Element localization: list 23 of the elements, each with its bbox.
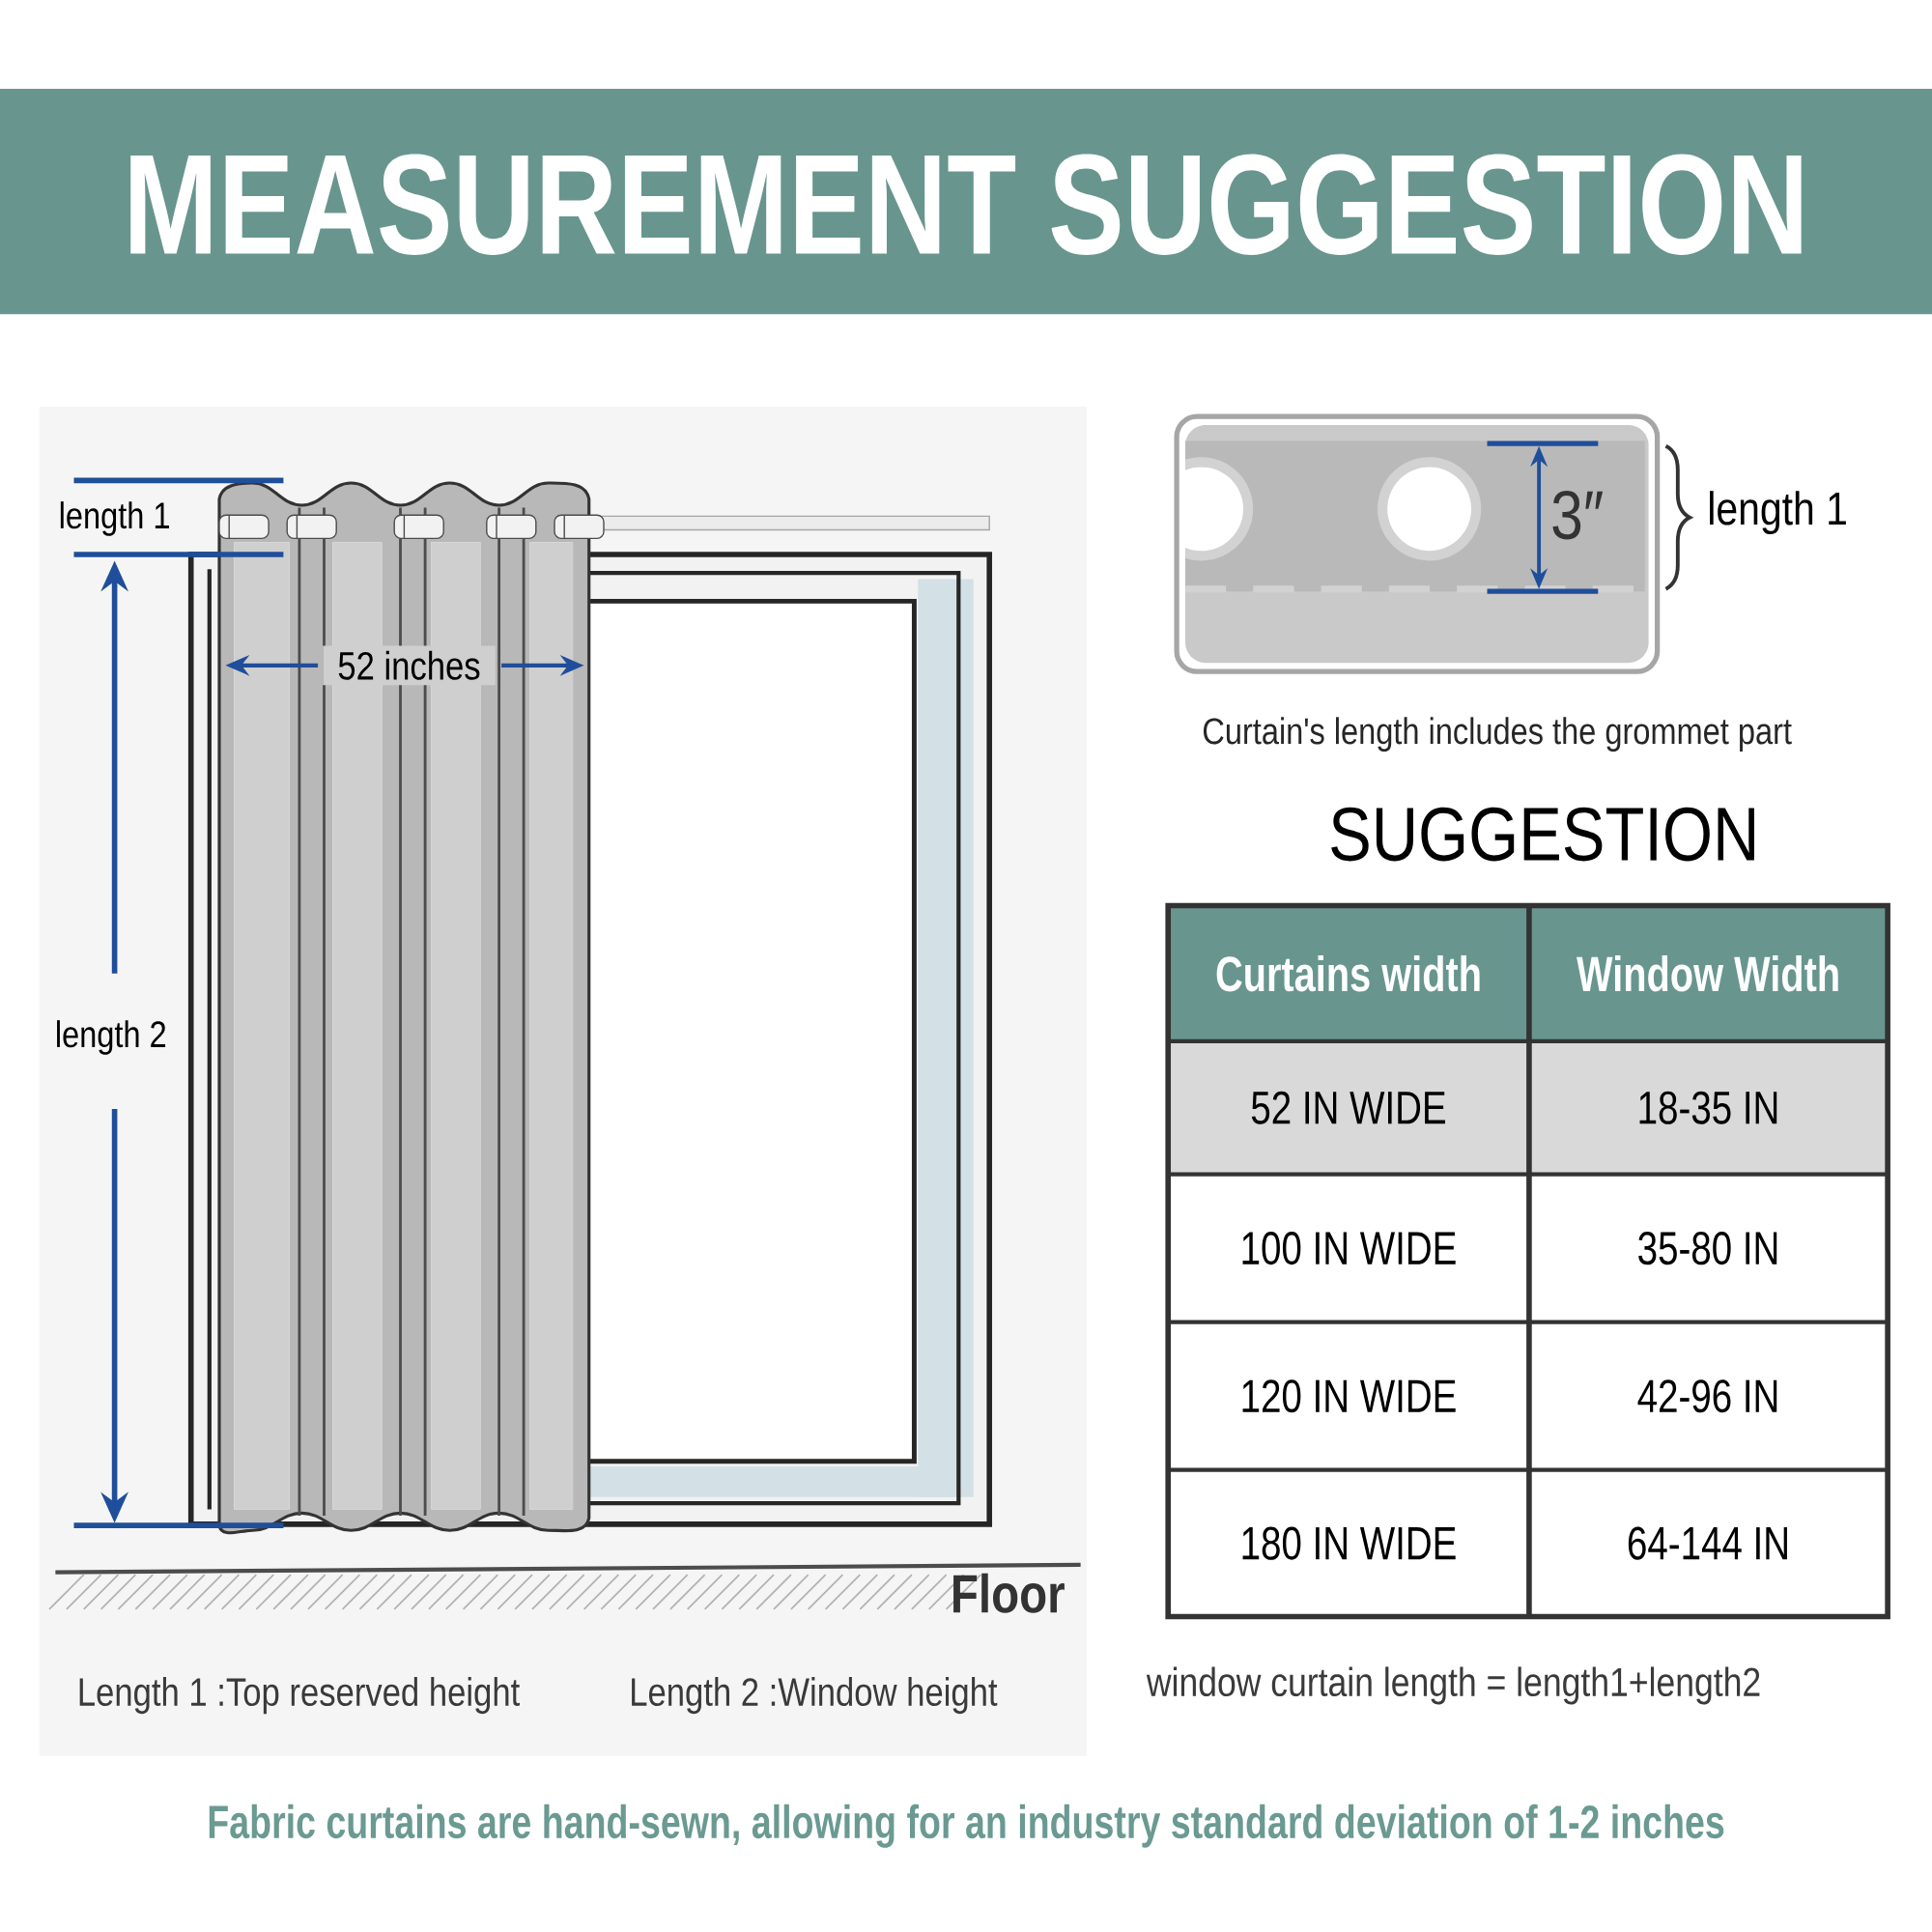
legend-note: Length 2 :Window height: [632, 1677, 998, 1715]
table-cell: 180 IN WIDE: [1242, 1526, 1456, 1560]
table-cell: 42-96 IN: [1637, 1379, 1777, 1413]
title: MEASUREMENT SUGGESTION: [130, 154, 1802, 255]
table-cell: 100 IN WIDE: [1242, 1232, 1456, 1265]
dimension-label: 52 inches: [338, 650, 480, 680]
table-header-cell: Curtains width: [1216, 955, 1480, 992]
table-cell: 35-80 IN: [1638, 1232, 1777, 1265]
caption: Fabric curtains are hand-sewn, allowing for an industry standard deviation of 1-2 inches: [209, 1804, 1724, 1848]
table-cell: 18-35 IN: [1639, 1091, 1777, 1124]
table-cell: 52 IN WIDE: [1251, 1091, 1445, 1124]
dimension-label: 3″: [1552, 490, 1604, 540]
formula-note: window curtain length = length1+length2: [1146, 1666, 1760, 1705]
dimension-label: length 1: [60, 501, 169, 536]
dimension-label: length 1: [1710, 491, 1846, 535]
table-cell: 64-144 IN: [1628, 1526, 1787, 1560]
dimension-label: length 2: [57, 1020, 166, 1055]
table-title: SUGGESTION: [1331, 807, 1754, 862]
table-cell: 120 IN WIDE: [1242, 1379, 1456, 1413]
legend-note: Length 1 :Top reserved height: [79, 1677, 520, 1715]
floor-label: Floor: [953, 1573, 1065, 1613]
table-header-cell: Window Width: [1577, 955, 1838, 992]
inset-caption: Curtain's length includes the grommet part: [1204, 717, 1792, 753]
